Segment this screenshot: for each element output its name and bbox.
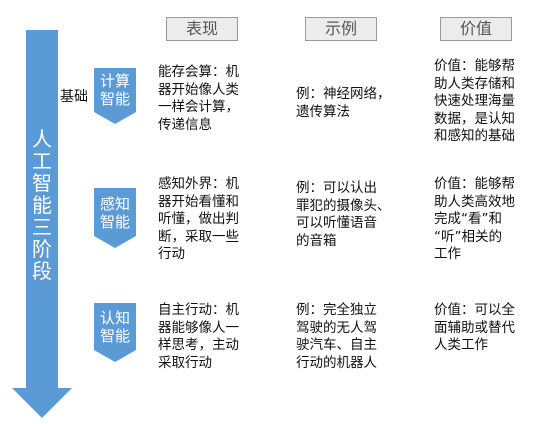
stage-3-example-line: 驶汽车、自主 bbox=[296, 337, 377, 353]
stage-3-performance-line: 器能够像人一 bbox=[158, 319, 239, 336]
stage-2-value-line: 完成“看”和 bbox=[434, 211, 502, 227]
stage-3-name-line1: 认知 bbox=[99, 309, 130, 327]
stage-2-example-line: 罪犯的摄像头、 bbox=[296, 197, 391, 214]
stage-3-performance: 自主行动：机 器能够像人一 样思考，主动 采取行动 bbox=[158, 302, 268, 372]
stage-3-example: 例：完全独立 驾驶的无人驾 驶汽车、自主 行动的机器人 bbox=[296, 302, 416, 372]
stage-2-performance-line: 感知外界：机 bbox=[158, 176, 239, 192]
main-arrow-label: 人工智能三阶段 bbox=[29, 128, 55, 282]
stage-3-performance-line: 采取行动 bbox=[158, 354, 212, 371]
header-performance: 表现 bbox=[166, 17, 238, 41]
stage-1-performance-line: 一样会计算， bbox=[158, 99, 239, 115]
stage-1-performance-line: 能存会算：机 bbox=[158, 64, 239, 80]
stage-3-example-line: 驾驶的无人驾 bbox=[296, 319, 377, 336]
stage-2-value-line: 助人类高效地 bbox=[434, 193, 515, 210]
stage-1-value-line: 价值：能够帮 bbox=[434, 58, 515, 74]
stage-2-value: 价值：能够帮 助人类高效地 完成“看”和 “听”相关的 工作 bbox=[434, 176, 534, 264]
stage-1-example: 例：神经网络， 遗传算法 bbox=[296, 86, 416, 121]
stage-2-performance: 感知外界：机 器开始看懂和 听懂，做出判 断，采取一些 行动 bbox=[158, 176, 268, 264]
stage-1-value-line: 数据，是认知 bbox=[434, 110, 515, 127]
stage-3-example-line: 行动的机器人 bbox=[296, 354, 377, 371]
main-arrow-text: 人工智能三阶段 bbox=[32, 127, 52, 283]
stage-3-performance-line: 自主行动：机 bbox=[158, 302, 239, 318]
stage-2-value-line: “听”相关的 bbox=[434, 228, 502, 245]
header-value: 价值 bbox=[440, 17, 512, 41]
stage-1-name-line2: 智能 bbox=[99, 90, 130, 108]
stage-2-name-line1: 感知 bbox=[99, 195, 130, 213]
stage-3-value-line: 面辅助或替代 bbox=[434, 319, 515, 336]
stage-1-performance-line: 传递信息 bbox=[158, 116, 212, 133]
stage-2-example: 例：可以认出 罪犯的摄像头、 可以听懂语音 的音箱 bbox=[296, 180, 416, 250]
stage-1-name-line1: 计算 bbox=[99, 72, 130, 90]
stage-1-value-line: 助人类存储和 bbox=[434, 75, 515, 92]
stage-1-value: 价值：能够帮 助人类存储和 快速处理海量 数据，是认知 和感知的基础 bbox=[434, 58, 534, 146]
stage-2-value-line: 价值：能够帮 bbox=[434, 176, 515, 192]
stage-3-performance-line: 样思考，主动 bbox=[158, 337, 239, 353]
stage-2-example-line: 的音箱 bbox=[296, 232, 337, 249]
stage-2-performance-line: 行动 bbox=[158, 246, 185, 262]
stage-2-example-line: 可以听懂语音 bbox=[296, 215, 377, 231]
stage-3-value-line: 人类工作 bbox=[434, 337, 488, 353]
stage-3-example-line: 例：完全独立 bbox=[296, 302, 377, 318]
stage-1-value-line: 和感知的基础 bbox=[434, 128, 515, 144]
stage-3-name: 认知 智能 bbox=[95, 309, 135, 345]
stage-1-pentagon bbox=[94, 68, 136, 124]
stage-1-example-line: 遗传算法 bbox=[296, 103, 350, 120]
stage-2-performance-line: 断，采取一些 bbox=[158, 228, 239, 245]
stage-1-example-line: 例：神经网络， bbox=[296, 86, 391, 102]
main-arrow bbox=[12, 30, 72, 418]
stage-1-performance-line: 器开始像人类 bbox=[158, 81, 239, 98]
stage-3-pentagon bbox=[94, 303, 136, 362]
stage-1-performance: 能存会算：机 器开始像人类 一样会计算， 传递信息 bbox=[158, 64, 268, 134]
stage-1-value-line: 快速处理海量 bbox=[434, 93, 515, 109]
stage-2-name-line2: 智能 bbox=[99, 213, 130, 231]
header-example: 示例 bbox=[305, 17, 377, 41]
stage-2-value-line: 工作 bbox=[434, 246, 461, 262]
main-arrow-shape bbox=[12, 30, 72, 418]
stage-1-name: 计算 智能 bbox=[95, 72, 135, 108]
stage-3-name-line2: 智能 bbox=[99, 327, 130, 345]
stage-2-performance-line: 听懂，做出判 bbox=[158, 211, 239, 227]
basic-label: 基础 bbox=[60, 89, 88, 105]
stage-3-value-line: 价值：可以全 bbox=[434, 302, 515, 318]
stage-3-value: 价值：可以全 面辅助或替代 人类工作 bbox=[434, 302, 534, 355]
stage-2-pentagon bbox=[94, 188, 136, 248]
stage-2-performance-line: 器开始看懂和 bbox=[158, 193, 239, 210]
stage-2-example-line: 例：可以认出 bbox=[296, 180, 377, 196]
stage-2-name: 感知 智能 bbox=[95, 195, 135, 231]
